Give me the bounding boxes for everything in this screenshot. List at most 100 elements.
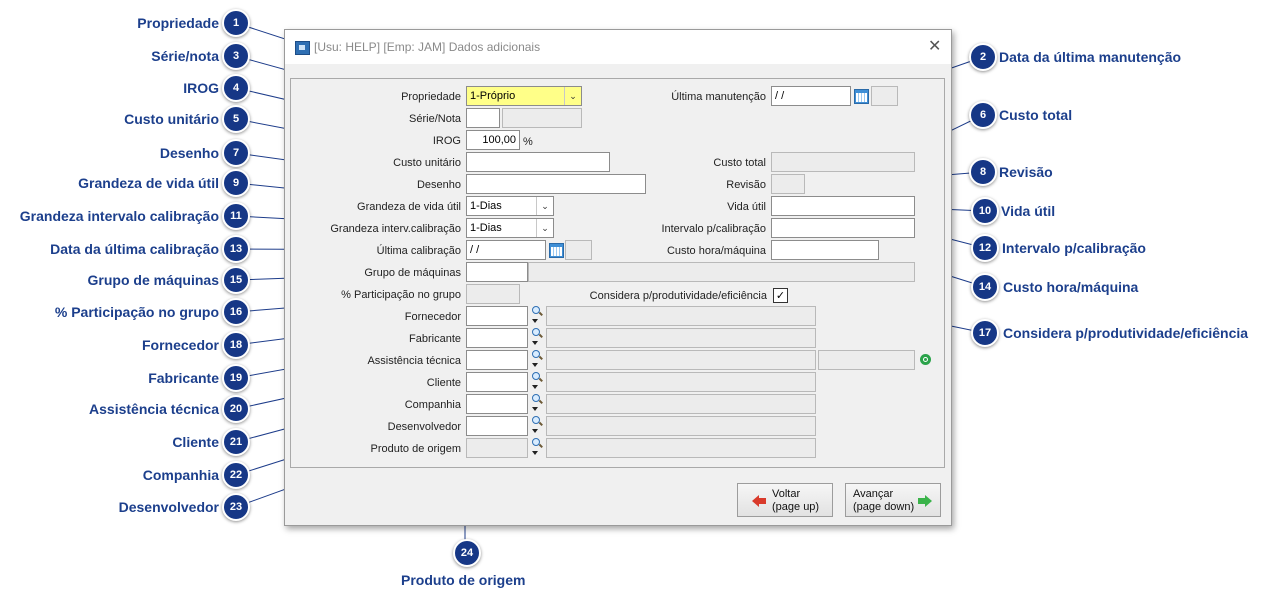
callout-badge-7: 7 bbox=[222, 139, 250, 167]
callout-label-22: Companhia bbox=[142, 467, 219, 483]
search-icon[interactable] bbox=[531, 394, 543, 416]
chevron-down-icon: ⌄ bbox=[536, 197, 553, 215]
callout-label-4: IROG bbox=[183, 80, 219, 96]
callout-label-16: % Participação no grupo bbox=[54, 304, 219, 320]
label-desenho: Desenho bbox=[416, 179, 461, 191]
callout-label-17: Considera p/produtividade/eficiência bbox=[1003, 325, 1249, 341]
label-revisao: Revisão bbox=[726, 179, 766, 191]
label-cliente: Cliente bbox=[426, 377, 461, 389]
fornecedor-input[interactable] bbox=[466, 306, 528, 326]
ultima-calibracao-input[interactable]: / / bbox=[466, 240, 546, 260]
label-irog: IROG bbox=[432, 135, 461, 147]
cliente-description bbox=[546, 372, 816, 392]
label-fabricante: Fabricante bbox=[409, 333, 461, 345]
assistencia-tecnica-phone bbox=[818, 350, 915, 370]
vida-util-input[interactable] bbox=[771, 196, 915, 216]
form-panel bbox=[290, 78, 945, 468]
revisao-input bbox=[771, 174, 805, 194]
callout-badge-6: 6 bbox=[969, 101, 997, 129]
callout-badge-1: 1 bbox=[222, 9, 250, 37]
callout-badge-11: 11 bbox=[222, 202, 250, 230]
label-participacao-grupo: % Participação no grupo bbox=[341, 289, 461, 301]
dados-adicionais-dialog: [Usu: HELP] [Emp: JAM] Dados adicionais … bbox=[284, 29, 952, 526]
custo-hora-maquina-input[interactable] bbox=[771, 240, 879, 260]
app-icon bbox=[295, 41, 310, 55]
callout-label-15: Grupo de máquinas bbox=[87, 272, 219, 288]
grupo-maquinas-input[interactable] bbox=[466, 262, 528, 282]
arrow-left-icon-tail bbox=[759, 498, 766, 504]
search-icon[interactable] bbox=[531, 306, 543, 328]
label-propriedade: Propriedade bbox=[401, 91, 461, 103]
desenho-input[interactable] bbox=[466, 174, 646, 194]
produto-origem-description bbox=[546, 438, 816, 458]
label-grandeza-vida-util: Grandeza de vida útil bbox=[357, 201, 461, 213]
avancar-button[interactable]: Avançar (page down) bbox=[845, 483, 941, 517]
companhia-input[interactable] bbox=[466, 394, 528, 414]
close-icon[interactable]: ✕ bbox=[928, 36, 942, 55]
grandeza-vida-util-value: 1-Dias bbox=[470, 200, 502, 212]
grandeza-interv-calibracao-select[interactable]: 1-Dias ⌄ bbox=[466, 218, 554, 238]
search-icon[interactable] bbox=[531, 416, 543, 438]
voltar-button[interactable]: Voltar (page up) bbox=[737, 483, 833, 517]
fabricante-description bbox=[546, 328, 816, 348]
nota-input bbox=[502, 108, 582, 128]
desenvolvedor-input[interactable] bbox=[466, 416, 528, 436]
grandeza-vida-util-select[interactable]: 1-Dias ⌄ bbox=[466, 196, 554, 216]
considera-produtividade-checkbox[interactable]: ✓ bbox=[773, 288, 788, 303]
label-companhia: Companhia bbox=[404, 399, 461, 411]
search-icon[interactable] bbox=[531, 328, 543, 350]
search-icon[interactable] bbox=[531, 438, 543, 460]
callout-badge-8: 8 bbox=[969, 158, 997, 186]
callout-label-13: Data da última calibração bbox=[50, 241, 219, 257]
ultima-manutencao-input[interactable]: / / bbox=[771, 86, 851, 106]
callout-badge-23: 23 bbox=[222, 493, 250, 521]
custo-unitario-input[interactable] bbox=[466, 152, 610, 172]
callout-badge-19: 19 bbox=[222, 364, 250, 392]
callout-label-11: Grandeza intervalo calibração bbox=[19, 208, 219, 224]
desenvolvedor-description bbox=[546, 416, 816, 436]
callout-badge-13: 13 bbox=[222, 235, 250, 263]
label-custo-hora-maquina: Custo hora/máquina bbox=[666, 245, 766, 257]
callout-badge-18: 18 bbox=[222, 331, 250, 359]
serie-input[interactable] bbox=[466, 108, 500, 128]
callout-badge-5: 5 bbox=[222, 105, 250, 133]
callout-label-8: Revisão bbox=[999, 164, 1053, 180]
callout-label-23: Desenvolvedor bbox=[118, 499, 219, 515]
callout-label-19: Fabricante bbox=[148, 370, 219, 386]
title-bar: [Usu: HELP] [Emp: JAM] Dados adicionais … bbox=[285, 30, 951, 64]
callout-badge-14: 14 bbox=[971, 273, 999, 301]
label-custo-total: Custo total bbox=[713, 157, 766, 169]
callout-badge-9: 9 bbox=[222, 169, 250, 197]
callout-badge-3: 3 bbox=[222, 42, 250, 70]
callout-label-24: Produto de origem bbox=[401, 572, 526, 588]
propriedade-select[interactable]: 1-Próprio ⌄ bbox=[466, 86, 582, 106]
avancar-shortcut: (page down) bbox=[853, 501, 915, 513]
callout-badge-12: 12 bbox=[971, 234, 999, 262]
chevron-down-icon: ⌄ bbox=[536, 219, 553, 237]
label-ultima-calibracao: Última calibração bbox=[376, 245, 461, 257]
whatsapp-icon[interactable] bbox=[920, 354, 931, 365]
arrow-right-icon bbox=[925, 495, 932, 507]
search-icon[interactable] bbox=[531, 350, 543, 372]
label-intervalo-calibracao: Intervalo p/calibração bbox=[661, 223, 766, 235]
callout-label-1: Propriedade bbox=[137, 15, 219, 31]
irog-input[interactable]: 100,00 bbox=[466, 130, 520, 150]
fabricante-input[interactable] bbox=[466, 328, 528, 348]
callout-label-3: Série/nota bbox=[151, 48, 219, 64]
callout-label-2: Data da última manutenção bbox=[999, 49, 1182, 65]
label-grandeza-interv-calibracao: Grandeza interv.calibração bbox=[330, 223, 461, 235]
label-serie-nota: Série/Nota bbox=[409, 113, 461, 125]
callout-badge-21: 21 bbox=[222, 428, 250, 456]
calendar-icon[interactable] bbox=[549, 243, 564, 258]
label-custo-unitario: Custo unitário bbox=[393, 157, 461, 169]
cliente-input[interactable] bbox=[466, 372, 528, 392]
callout-label-6: Custo total bbox=[999, 107, 1073, 123]
assistencia-tecnica-input[interactable] bbox=[466, 350, 528, 370]
calendar-icon[interactable] bbox=[854, 89, 869, 104]
intervalo-calibracao-input[interactable] bbox=[771, 218, 915, 238]
callout-badge-16: 16 bbox=[222, 298, 250, 326]
search-icon[interactable] bbox=[531, 372, 543, 394]
callout-badge-4: 4 bbox=[222, 74, 250, 102]
callout-badge-15: 15 bbox=[222, 266, 250, 294]
callout-badge-24: 24 bbox=[453, 539, 481, 567]
